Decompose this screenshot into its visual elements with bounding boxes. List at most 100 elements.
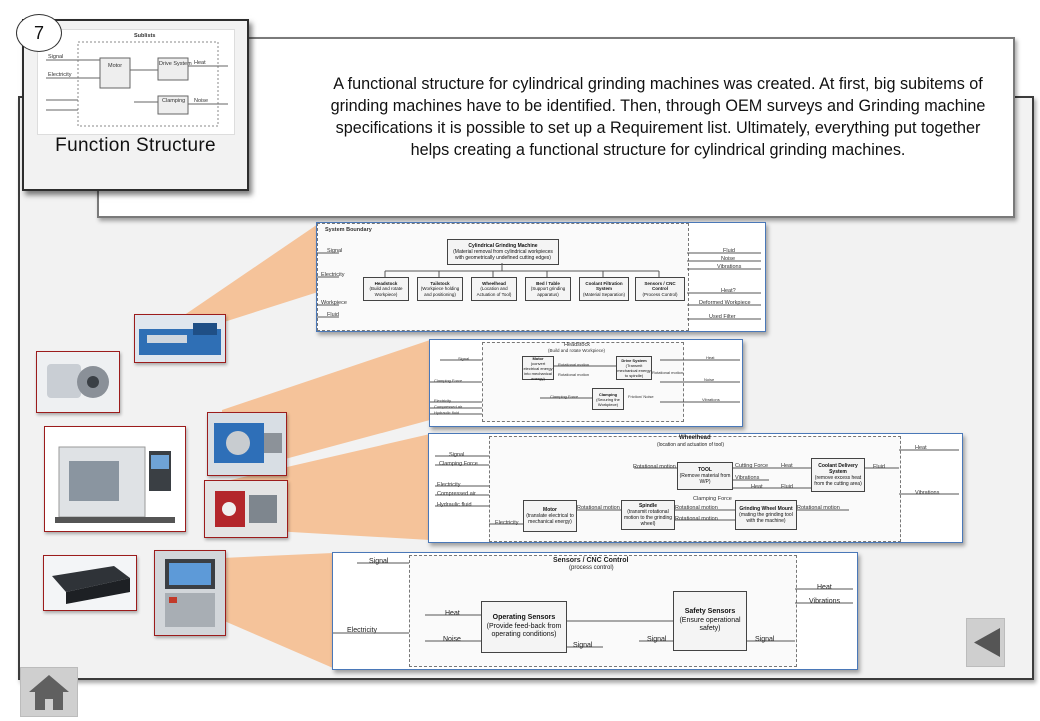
edge-label: Rotational motion [675, 505, 718, 511]
thumbnail-line: Noise [194, 98, 209, 104]
input-label: Hydraulic fluid [434, 410, 460, 415]
input-label: Electricity [437, 482, 461, 488]
child-node-headstock: Headstock(Build and rotate Workpiece) [363, 277, 409, 301]
input-label: Signal [327, 248, 343, 254]
input-label: Compressed air [437, 491, 476, 497]
input-label: Electricity [347, 627, 377, 634]
sensors-subtitle: (process control) [569, 565, 614, 571]
motor-node: Motor(translate electrical to mechanical… [523, 500, 577, 532]
headstock-title: Headstock [564, 342, 590, 348]
edge-label: Friction/ Noise [628, 394, 654, 399]
child-sub: (Process Control) [642, 291, 678, 297]
motor-node: Motor(convert electrical energy into mec… [522, 355, 554, 381]
input-label: Hydraulic fluid [437, 502, 472, 508]
headstock-subtitle: (Build and rotate Workpiece) [548, 348, 605, 353]
thumbnail-line: Motor [108, 63, 123, 69]
node-title: Clamping [598, 391, 618, 397]
input-label: Workpiece [321, 300, 347, 306]
node-sub: (translate electrical to mechanical ener… [526, 513, 574, 525]
tool-node: TOOL(Remove material from W/P) [677, 462, 733, 490]
node-title: Motor [543, 507, 557, 513]
edge-label: Clamping Force [550, 394, 579, 399]
node-sub: (transmit rotational motion to the grind… [623, 509, 673, 527]
input-label: Signal [369, 558, 389, 565]
output-label: Deformed Workpiece [699, 300, 751, 306]
output-label: Fluid [873, 464, 885, 470]
edge-label: Rotational motion [675, 516, 718, 522]
node-sub: (Ensure operational safety) [679, 616, 741, 633]
wheelhead-connectors [435, 449, 959, 525]
child-title: Tailstock [430, 280, 450, 286]
drive-system-node: Drive System(Transmit mechanical energy … [616, 356, 652, 380]
thumbnail-title: Sublists [134, 33, 156, 39]
child-title: Coolant Filtration System [585, 280, 623, 292]
thumbnail-diagram [46, 41, 228, 127]
edge-label: Heat [751, 484, 763, 490]
node-title: Coolant Delivery System [818, 463, 858, 475]
child-node-tailstock: Tailstock(Workpiece holding and position… [417, 277, 463, 301]
sensors-cnc-diagram: Sensors / CNC Control (process control) … [332, 552, 858, 670]
child-title: Sensors / CNC Control [644, 280, 676, 292]
cnc-control-photo [154, 550, 226, 636]
input-label: Electricity [495, 520, 519, 526]
child-node-coolant: Coolant Filtration System(Material Separ… [579, 277, 629, 301]
output-label: Heat [706, 355, 715, 360]
node-sub: (Provide feed-back from operating condit… [486, 622, 562, 639]
description-text: A functional structure for cylindrical g… [330, 75, 986, 159]
description-box: A functional structure for cylindrical g… [97, 37, 1015, 218]
operating-sensors-node: Operating Sensors(Provide feed-back from… [481, 601, 567, 653]
thumbnail-line: Electricity [48, 72, 72, 78]
output-label: Noise [704, 377, 715, 382]
child-title: Bed / Table [536, 280, 560, 286]
edge-label: Rotational motion [558, 362, 590, 367]
wheelhead-diagram: Wheelhead (location and actuation of too… [428, 433, 963, 543]
headstock-boundary [482, 342, 684, 422]
output-label: Heat [817, 584, 832, 591]
input-label: Clamping Force [439, 461, 478, 467]
coolant-system-photo [204, 480, 288, 538]
thumbnail-line: Signal [48, 54, 64, 60]
child-title: Wheelhead [482, 280, 506, 286]
node-title: Motor [532, 355, 544, 361]
node-sub: (Transmit mechanical energy to spindle) [617, 363, 651, 378]
child-title: Headstock [374, 280, 398, 286]
wheelhead-title: Wheelhead [679, 435, 711, 441]
home-button[interactable] [20, 667, 78, 717]
system-structure-diagram: System Boundary Cylindrical Grinding Mac… [316, 222, 766, 332]
sensors-connectors [333, 562, 853, 648]
slide-number-badge: 7 [16, 14, 62, 52]
edge-label: Rotational motion [652, 370, 684, 375]
edge-label: Signal [755, 636, 775, 643]
function-structure-card[interactable]: Sublists Motor Drive System Clamping Sig… [22, 19, 249, 191]
coolant-delivery-node: Coolant Delivery System(remove excess he… [811, 458, 865, 492]
child-sub: (Support grinding apparatus) [530, 286, 566, 297]
output-label: Vibrations [915, 490, 940, 496]
input-label: Electricity [321, 272, 345, 278]
wheelhead-photo [207, 412, 287, 476]
output-label: Vibrations [717, 264, 742, 270]
output-label: Fluid [723, 248, 735, 254]
node-sub: (Remove material from W/P) [679, 473, 731, 485]
back-button[interactable] [966, 618, 1005, 667]
card-title: Function Structure [55, 135, 216, 156]
house-icon [29, 675, 69, 710]
headstock-photo [36, 351, 120, 413]
node-title: Grinding Wheel Mount [739, 506, 793, 512]
output-label: Heat [915, 445, 927, 451]
output-label: Used Filter [709, 314, 736, 320]
node-sub: (Securing the Workpiece) [596, 396, 620, 407]
input-label: Signal [449, 452, 465, 458]
edge-label: Rotational motion [633, 464, 676, 470]
child-node-wheelhead: Wheelhead(Location and Actuation of Tool… [471, 277, 517, 301]
child-node-sensors: Sensors / CNC Control(Process Control) [635, 277, 685, 301]
edge-label: Signal [647, 636, 667, 643]
headstock-diagram: Headstock (Build and rotate Workpiece) M… [429, 339, 743, 427]
edge-label: Rotational motion [797, 505, 840, 511]
root-sub: (Material removal from cylindrical workp… [453, 249, 553, 261]
edge-label: Cutting Force [735, 463, 769, 469]
thumbnail-line: Heat [194, 60, 206, 66]
spindle-node: Spindle(transmit rotational motion to th… [621, 500, 675, 530]
node-title: Drive System [621, 358, 647, 363]
cylindrical-grinder-photo [134, 314, 226, 363]
output-label: Noise [721, 256, 736, 262]
